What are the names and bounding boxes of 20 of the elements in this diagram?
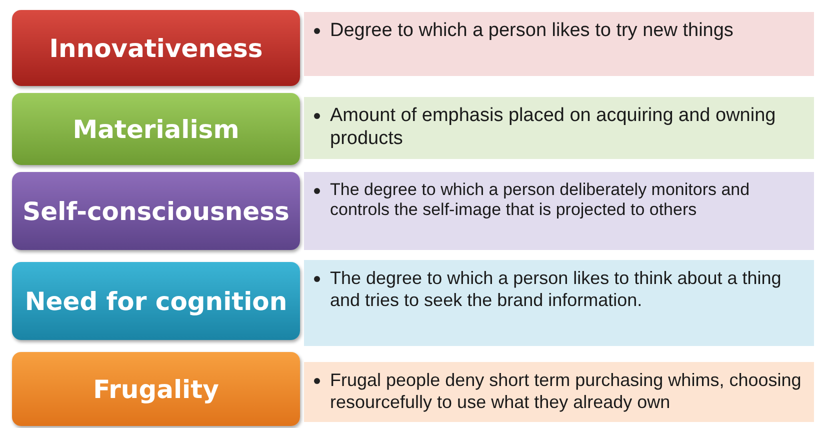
description-panel — [304, 172, 814, 250]
description-text: Amount of emphasis placed on acquiring and owning products — [330, 105, 777, 151]
description-text: Frugal people deny short term purchasing whims, choosing resourcefully to use what they already own — [330, 370, 802, 414]
category-label: Materialism — [72, 114, 240, 144]
description-panel — [304, 97, 814, 159]
description-text: The degree to which a person deliberately monitors and controls the self-image that is projected to others — [330, 180, 751, 221]
category-box — [12, 262, 300, 340]
description-text: Degree to which a person likes to try new things — [330, 20, 734, 43]
category-label: Innovativeness — [49, 34, 263, 62]
description-panel — [304, 362, 814, 422]
category-box — [12, 93, 300, 165]
description-text: The degree to which a person likes to think about a thing and tries to seek the brand information. — [330, 268, 782, 312]
category-box — [12, 10, 300, 86]
category-label: Need for cognition — [24, 286, 288, 316]
description-panel — [304, 260, 814, 346]
description-panel — [304, 12, 814, 76]
category-box — [12, 352, 300, 426]
category-label: Frugality — [93, 374, 219, 404]
category-box — [12, 172, 300, 250]
category-label: Self-consciousness — [22, 196, 290, 226]
